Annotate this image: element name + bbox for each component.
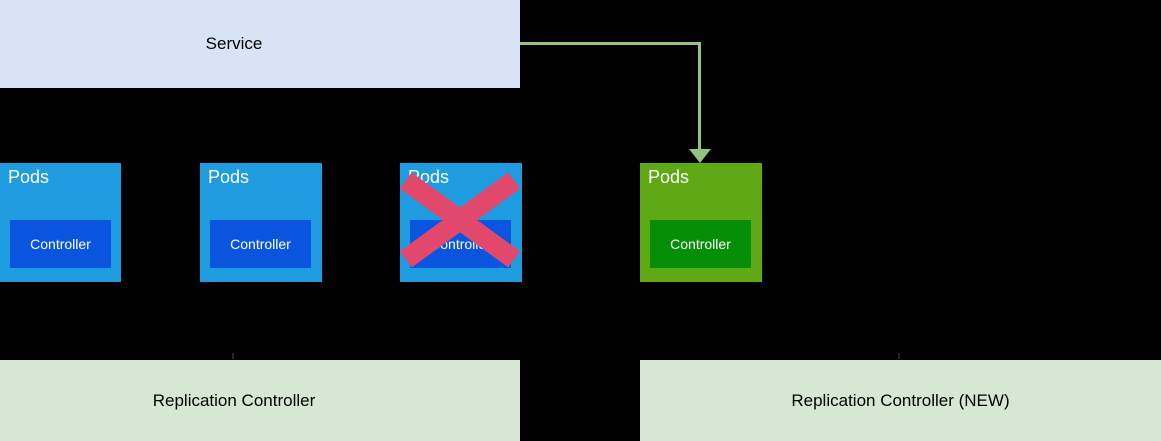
replication-controller-new-box: Replication Controller (NEW) bbox=[640, 360, 1161, 441]
controller-label: Controller bbox=[230, 236, 291, 252]
replication-controller-new-label: Replication Controller (NEW) bbox=[791, 390, 1010, 410]
controller-label: Controller bbox=[30, 236, 91, 252]
service-to-pod-arrow-horizontal bbox=[520, 42, 700, 45]
pod-label: Pods bbox=[8, 167, 50, 187]
replication-controller-box: Replication Controller bbox=[0, 360, 520, 441]
arrow-head-icon bbox=[689, 149, 711, 163]
pod-box-2: Pods Controller bbox=[200, 163, 322, 282]
connector-line-tip bbox=[232, 353, 234, 359]
pod-box-1: Pods Controller bbox=[0, 163, 121, 282]
connector-line-tip bbox=[898, 353, 900, 359]
service-to-pod-arrow-vertical bbox=[698, 42, 701, 152]
replication-controller-label: Replication Controller bbox=[152, 390, 316, 410]
controller-box: Controller bbox=[10, 220, 111, 268]
service-label: Service bbox=[205, 34, 263, 53]
cross-icon bbox=[399, 172, 521, 268]
controller-box: Controller bbox=[210, 220, 311, 268]
controller-label: Controller bbox=[670, 236, 731, 252]
controller-box: Controller bbox=[650, 220, 751, 268]
pod-label: Pods bbox=[208, 167, 250, 187]
service-box: Service bbox=[0, 0, 520, 88]
pod-box-4-new: Pods Controller bbox=[640, 163, 762, 282]
pod-label: Pods bbox=[648, 167, 690, 187]
